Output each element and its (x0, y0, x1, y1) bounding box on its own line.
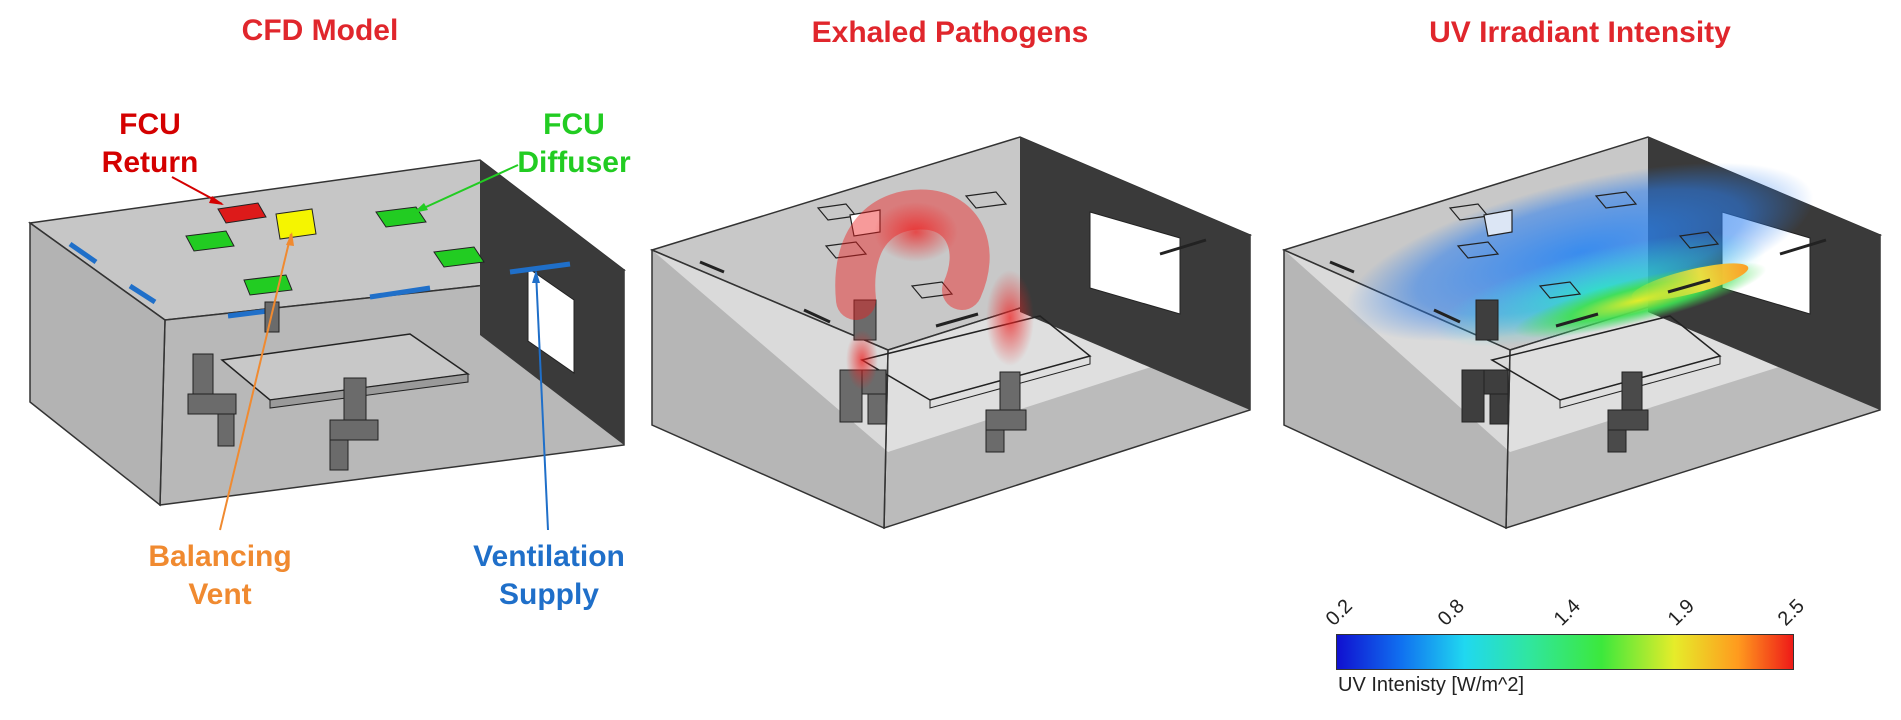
panel-title-uv-irradiant-intensity: UV Irradiant Intensity (1429, 16, 1731, 49)
occupant-right (329, 377, 379, 471)
supply-slot (1433, 308, 1461, 324)
table-outline (929, 355, 1091, 409)
fcu-return-arrowhead (209, 196, 224, 205)
uv-field (1346, 162, 1814, 342)
uv-field (1631, 263, 1749, 301)
ceiling-grille (1538, 281, 1582, 299)
occupant-right (1607, 371, 1649, 453)
balancing-vent-leader (219, 233, 292, 531)
panel-title-exhaled-pathogens: Exhaled Pathogens (811, 16, 1089, 49)
fcu-diffuser-grille (433, 246, 485, 268)
supply-slot (803, 308, 831, 324)
ventilation-supply-slot (128, 283, 157, 305)
uv-intensity-colorbar (1336, 634, 1794, 670)
ceiling-grille (824, 241, 868, 259)
table-outline (1559, 355, 1721, 409)
exhaled-pathogen-plume (846, 330, 878, 390)
ceiling-grille (910, 281, 954, 299)
ventilation-supply-slot (227, 308, 269, 319)
table-edge (269, 373, 469, 409)
colorbar-label: UV Intenisty [W/m^2] (1338, 674, 1525, 696)
left-wall (651, 248, 889, 530)
fcu-diffuser-arrowhead (413, 203, 428, 213)
supply-slot (1159, 238, 1207, 256)
left-wall (29, 221, 166, 507)
supply-slot (1555, 312, 1599, 328)
ventilation-supply-slot (509, 261, 571, 275)
fcu-diffuser-grille (375, 206, 427, 228)
ventilation-supply-arrowhead (532, 270, 540, 283)
fcu-diffuser-grille (185, 230, 235, 252)
ceiling-grille (1456, 241, 1500, 259)
ceiling-grille (964, 191, 1008, 209)
panel-title-cfd-model: CFD Model (241, 14, 399, 47)
supply-slot (699, 260, 725, 274)
occupant-left (1461, 299, 1509, 425)
fcu-diffuser-leader (414, 164, 519, 213)
ceiling-grille (1594, 191, 1638, 209)
supply-slot (935, 312, 979, 328)
window (1089, 211, 1181, 315)
room-model-exhaled-pathogens (649, 136, 1253, 530)
balancing-vent-grille (275, 208, 317, 240)
supply-slot (1667, 278, 1711, 294)
occupant-right (985, 371, 1027, 453)
supply-slot (1329, 260, 1355, 274)
ventilation-supply-slot (369, 285, 431, 300)
balancing-vent-arrowhead (286, 232, 294, 246)
ventilation-supply-slot (68, 241, 98, 265)
ceiling-grille (1483, 209, 1513, 237)
fcu-return-grille (217, 202, 267, 224)
ceiling-grille (1678, 231, 1720, 249)
ventilation-supply-leader (535, 271, 549, 531)
exhaled-pathogen-plume (986, 270, 1034, 366)
supply-slot (1779, 238, 1827, 256)
exhaled-pathogen-plume (874, 202, 958, 262)
room-model-uv-irradiance (1281, 136, 1883, 530)
room-model-cfd (28, 159, 626, 531)
